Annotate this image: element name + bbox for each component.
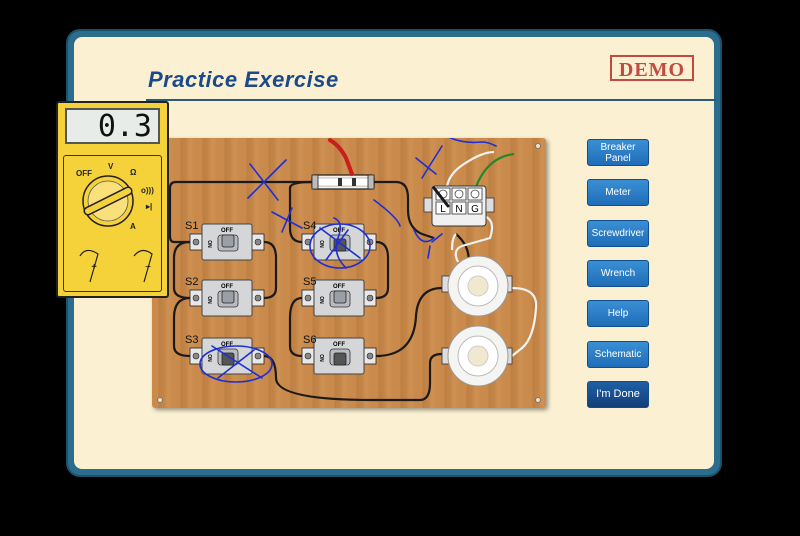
switch-off-label: OFF xyxy=(333,284,345,290)
dial-label-off: OFF xyxy=(76,169,92,178)
switch-label-s5: S5 xyxy=(303,276,317,288)
dial-label-volts: V xyxy=(108,162,114,171)
switch-label-s6: S6 xyxy=(303,334,317,346)
wall-switch-s6[interactable]: OFF ON xyxy=(301,337,377,375)
help-button[interactable]: Help xyxy=(587,300,649,327)
switch-label-s1: S1 xyxy=(185,220,199,232)
switch-label-s3: S3 xyxy=(185,334,199,346)
title-divider xyxy=(146,99,716,101)
wall-switch-s2[interactable]: OFF ON xyxy=(189,279,265,317)
meter-dial-panel: OFF V Ω o))) ▸| A + − xyxy=(63,155,162,292)
wall-switch-s5[interactable]: OFF ON xyxy=(301,279,377,317)
dial-label-diode: ▸| xyxy=(146,202,153,211)
switch-off-label: OFF xyxy=(221,284,233,290)
terminal-block[interactable]: L N G xyxy=(423,185,495,227)
switch-on-label: ON xyxy=(318,354,324,362)
dial-label-continuity: o))) xyxy=(141,186,154,195)
terminal-label-l: L xyxy=(440,204,446,215)
probe-label-positive: + xyxy=(91,262,97,273)
probe-jack-negative xyxy=(133,249,153,283)
switch-off-label: OFF xyxy=(333,342,345,348)
wrench-button[interactable]: Wrench xyxy=(587,260,649,287)
terminal-label-n: N xyxy=(455,204,462,215)
demo-badge: DEMO xyxy=(610,55,694,81)
breaker-panel-button[interactable]: Breaker Panel xyxy=(587,139,649,166)
switch-off-label: OFF xyxy=(221,228,233,234)
dial-label-ohms: Ω xyxy=(130,168,137,177)
probe-label-negative: − xyxy=(145,262,151,273)
lamp-socket-1[interactable] xyxy=(441,255,513,317)
switch-on-label: ON xyxy=(206,296,212,304)
switch-on-label: ON xyxy=(206,354,212,362)
page-title: Practice Exercise xyxy=(148,67,339,92)
switch-off-label: OFF xyxy=(221,342,233,348)
switch-label-s4: S4 xyxy=(303,220,317,232)
switch-on-label: ON xyxy=(318,296,324,304)
schematic-button[interactable]: Schematic xyxy=(587,341,649,368)
dial-knob[interactable]: + − xyxy=(64,156,163,293)
black-probe xyxy=(432,186,450,208)
red-probe[interactable] xyxy=(328,138,354,176)
meter-display: 0.3 xyxy=(65,108,160,144)
switch-label-s2: S2 xyxy=(185,276,199,288)
switch-on-label: ON xyxy=(206,240,212,248)
probe-jack-positive xyxy=(79,249,99,283)
meter-button[interactable]: Meter xyxy=(587,179,649,206)
fuse xyxy=(311,174,375,190)
dial-label-amps: A xyxy=(130,222,136,231)
done-button[interactable]: I'm Done xyxy=(587,381,649,408)
terminal-label-g: G xyxy=(471,204,479,215)
lamp-socket-2[interactable] xyxy=(441,325,513,387)
switch-on-label: ON xyxy=(318,240,324,248)
multimeter[interactable]: 0.3 OFF V Ω o))) ▸| A + − xyxy=(56,101,169,298)
wall-switch-s1[interactable]: OFF ON xyxy=(189,223,265,261)
pen-annotations xyxy=(199,138,497,383)
screwdriver-button[interactable]: Screwdriver xyxy=(587,220,649,247)
meter-reading: 0.3 xyxy=(97,109,152,144)
